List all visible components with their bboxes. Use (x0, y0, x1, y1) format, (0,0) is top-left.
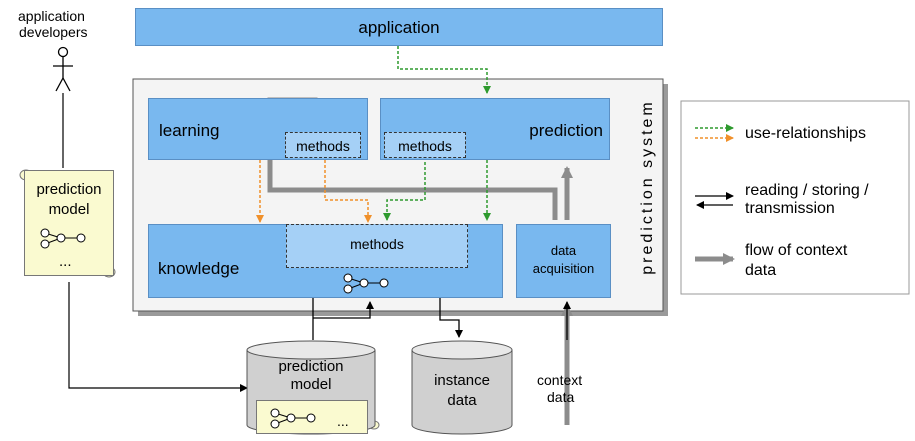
legend-use-relationships: use-relationships (745, 125, 866, 142)
scroll-label-line2: model (48, 201, 90, 218)
legend-flow-line2: data (745, 262, 777, 279)
developer-actor-icon (53, 46, 73, 92)
scroll-to-database-arrow (68, 282, 248, 392)
prediction-model-db-label-line1: prediction (278, 358, 344, 375)
actor-label-line1: application (18, 8, 85, 24)
prediction-model-scroll[interactable]: prediction model ... (24, 170, 114, 276)
prediction-methods-box[interactable]: methods (384, 132, 466, 158)
use-relationship-orange (256, 160, 372, 223)
legend-flow-line1: flow of context (745, 242, 848, 259)
legend-frame (680, 100, 910, 295)
knowledge-graph-icon (343, 273, 389, 294)
scroll-ellipsis: ... (59, 253, 72, 270)
prediction-methods-label: methods (398, 138, 452, 154)
prediction-system-label: prediction system (639, 99, 656, 275)
learning-methods-box[interactable]: methods (285, 132, 361, 158)
application-label: application (358, 18, 440, 37)
knowledge-methods-box[interactable]: methods (286, 224, 468, 268)
actor-label-line2: developers (19, 24, 88, 40)
prediction-label: prediction (529, 121, 603, 140)
learning-label: learning (159, 121, 220, 140)
knowledge-methods-label: methods (350, 236, 404, 252)
database-ellipsis: ... (337, 413, 349, 429)
data-acquisition-label-line1: data (550, 243, 577, 258)
context-data-label-line1: context (537, 372, 583, 388)
scroll-label-line1: prediction (36, 181, 102, 198)
instance-data-label-line1: instance (434, 372, 490, 389)
data-acquisition-label-line2: acquisition (532, 261, 595, 276)
instance-data-database-icon (411, 340, 513, 435)
data-acquisition-box[interactable]: data acquisition (516, 224, 611, 298)
learning-methods-label: methods (296, 138, 350, 154)
instance-data-label-line2: data (447, 392, 477, 409)
legend-reading-line2: transmission (745, 200, 835, 217)
application-box[interactable]: application (135, 8, 663, 46)
legend-reading-line1: reading / storing / (745, 182, 869, 199)
knowledge-label: knowledge (158, 259, 240, 278)
database-graph-icon (270, 408, 316, 429)
prediction-model-db-label-line2: model (290, 376, 332, 393)
scroll-graph-icon (40, 228, 86, 249)
context-data-label-line2: data (547, 389, 575, 405)
database-mini-scroll: ... (256, 400, 368, 434)
